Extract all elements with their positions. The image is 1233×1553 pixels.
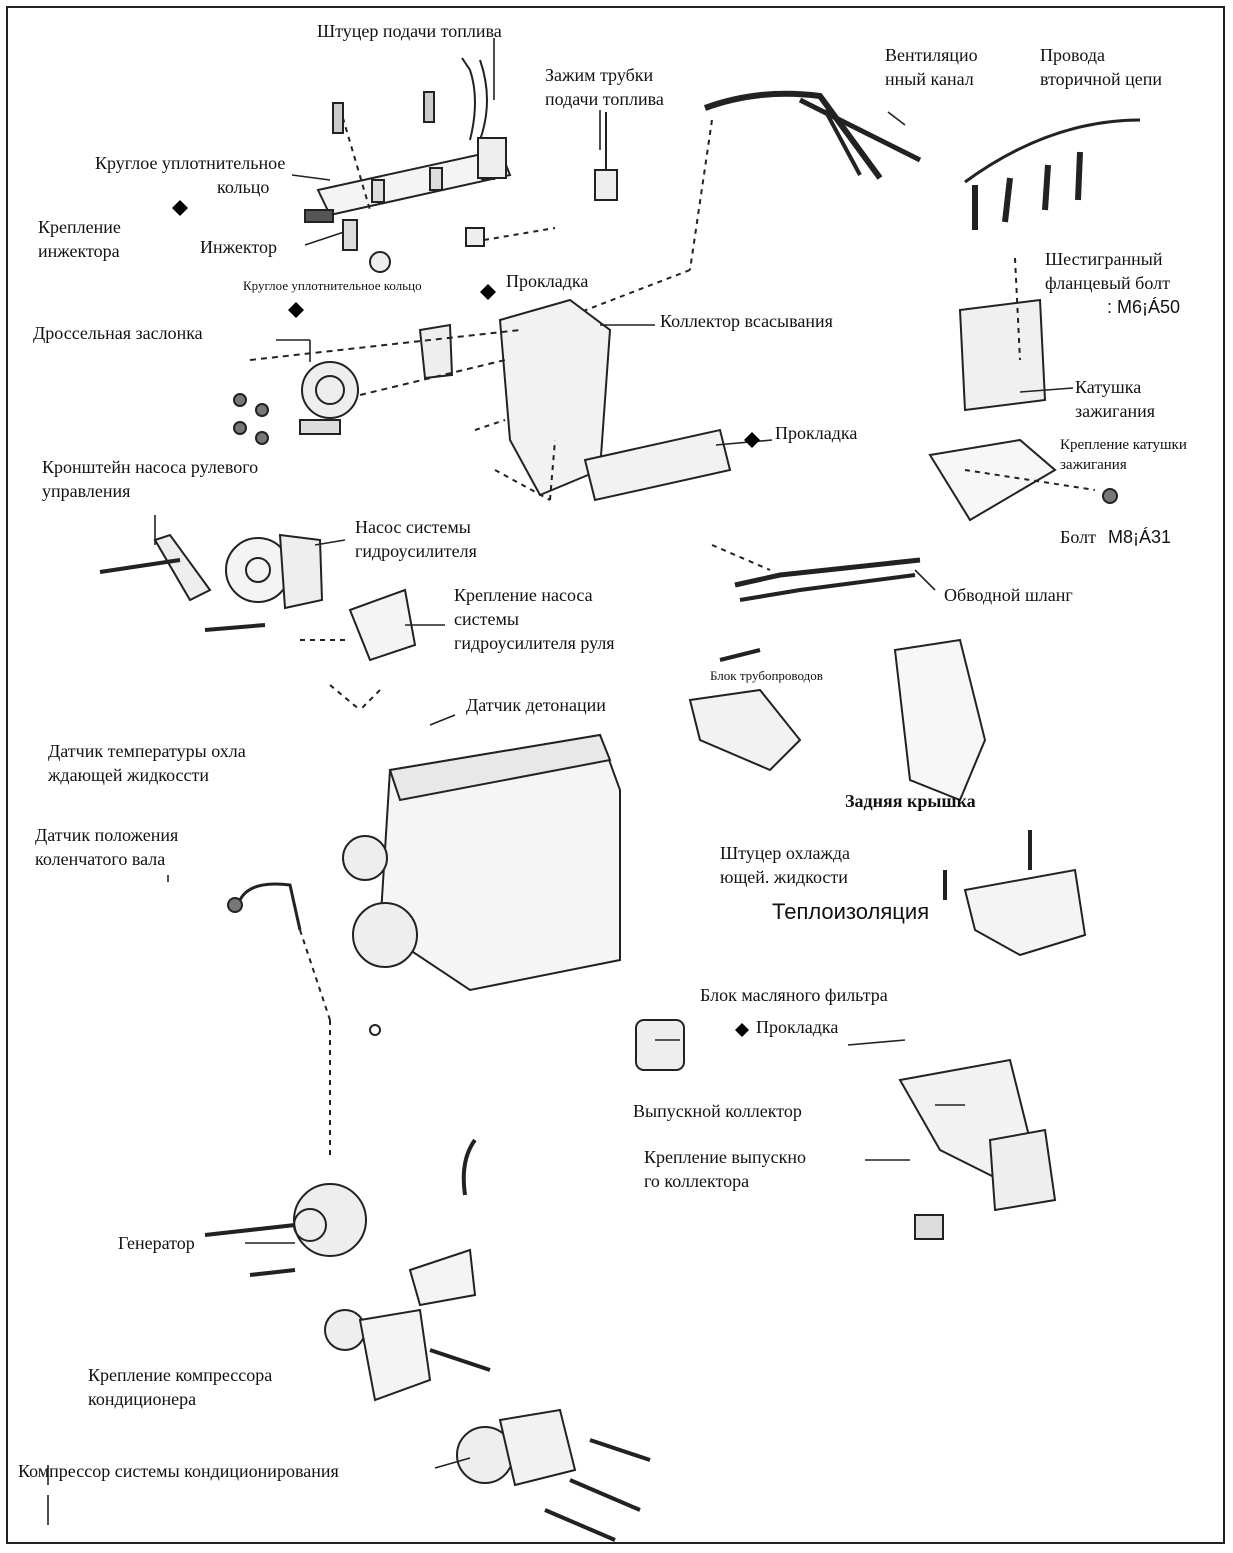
label-ps-mount-line1: Крепление насоса <box>454 585 593 605</box>
label-ps-pump-line1: Насос системы <box>355 517 471 537</box>
diamond-marker <box>744 432 760 448</box>
label-ac-compressor: Компрессор системы кондиционирования <box>18 1461 339 1481</box>
label-oring-bottom: Круглое уплотнительное кольцо <box>243 278 422 293</box>
label-coolant-fitting-line2: ющей. жидкости <box>720 867 848 887</box>
label-ps-mount-line2: системы <box>454 609 519 629</box>
label-vent-line2: нный канал <box>885 69 974 89</box>
label-hex-bolt-spec: : M6¡Á50 <box>1107 297 1181 317</box>
label-intake-manifold: Коллектор всасывания <box>660 311 833 331</box>
label-oring-top-line2: кольцо <box>217 177 270 197</box>
engine-block-drawing <box>299 733 621 1160</box>
throttle-body-drawing <box>233 361 359 445</box>
label-exhaust-mount-line2: го коллектора <box>644 1171 750 1191</box>
oil-filter-drawing <box>635 1019 685 1071</box>
crank-sensor-drawing <box>227 882 302 931</box>
label-knock-sensor: Датчик детонации <box>466 695 606 715</box>
label-coolant-temp-line2: ждающей жидкосcти <box>48 765 209 785</box>
rear-cover-drawing <box>893 638 987 802</box>
heat-shield-drawing <box>943 830 1087 957</box>
ps-pump-drawing <box>99 533 417 711</box>
label-bolt-spec: M8¡Á31 <box>1108 527 1172 547</box>
label-crank-sensor-line1: Датчик положения <box>35 825 179 845</box>
ac-compressor-drawing <box>456 1408 651 1542</box>
label-hex-bolt-line2: фланцевый болт <box>1045 273 1170 293</box>
label-ps-bracket-line2: управления <box>42 481 131 501</box>
label-exhaust-mount-line1: Крепление выпускно <box>644 1147 806 1167</box>
diamond-marker <box>480 284 496 300</box>
label-injector-mount-line2: инжектора <box>38 241 120 261</box>
label-ps-mount-line3: гидроусилителя руля <box>454 633 615 653</box>
label-gasket-intake: Прокладка <box>506 271 589 291</box>
label-ps-bracket-line1: Кронштейн насоса рулевого <box>42 457 259 477</box>
label-coolant-temp-line1: Датчик температуры охла <box>48 741 246 761</box>
fuel-rail-drawing <box>304 57 556 273</box>
pipe-block-drawing <box>688 648 802 772</box>
label-hv-wires-line2: вторичной цепи <box>1040 69 1163 89</box>
label-vent-line1: Вентиляцио <box>885 45 978 65</box>
label-injector-mount-line1: Крепление <box>38 217 121 237</box>
diagram-frame <box>6 6 1225 1544</box>
vent-hose-drawing <box>559 90 922 321</box>
label-oring-top-line1: Круглое уплотнительное <box>95 153 286 173</box>
label-fuel-clamp-line1: Зажим трубки <box>545 65 654 85</box>
diamond-marker <box>172 200 188 216</box>
label-fuel-clamp-line2: подачи топлива <box>545 89 664 109</box>
label-ac-mount-line2: кондиционера <box>88 1389 197 1409</box>
fuel-clamp-drawing <box>594 112 618 201</box>
label-coil-mount-line2: зажигания <box>1060 457 1127 473</box>
label-oil-filter-block: Блок масляного фильтра <box>700 985 888 1005</box>
label-hex-bolt-line1: Шестигранный <box>1045 249 1163 269</box>
label-bolt: Болт <box>1060 527 1096 547</box>
label-generator: Генератор <box>118 1233 195 1253</box>
label-gasket-exhaust-top: Прокладка <box>775 423 858 443</box>
exhaust-manifold-drawing <box>898 1058 1057 1240</box>
label-fuel-inlet-fitting: Штуцер подачи топлива <box>317 21 502 41</box>
label-heat-shield: Теплоизоляция <box>772 899 930 924</box>
label-coolant-fitting-line1: Штуцер охлажда <box>720 843 851 863</box>
label-hv-wires-line1: Провода <box>1040 45 1106 65</box>
label-ignition-coil-line1: Катушка <box>1075 377 1142 397</box>
ignition-coil-drawing <box>928 257 1118 522</box>
diamond-markers <box>172 200 760 1037</box>
label-coil-mount-line1: Крепление катушки <box>1060 437 1187 453</box>
label-ignition-coil-line2: зажигания <box>1075 401 1156 421</box>
label-rear-cover: Задняя крышка <box>845 791 976 811</box>
label-ps-pump-line2: гидроусилителя <box>355 541 477 561</box>
label-bypass-hose: Обводной шланг <box>944 585 1073 605</box>
ac-mount-drawing <box>324 1308 491 1402</box>
diamond-marker <box>288 302 304 318</box>
label-gasket-exhaust: Прокладка <box>756 1017 839 1037</box>
bypass-hose-drawing <box>711 544 921 602</box>
generator-drawing <box>204 1138 477 1307</box>
diamond-marker <box>735 1023 749 1037</box>
label-throttle-valve: Дроссельная заслонка <box>33 323 203 343</box>
ignition-wires-drawing <box>964 118 1141 230</box>
label-crank-sensor-line2: коленчатого вала <box>35 849 166 869</box>
label-pipe-block: Блок трубопроводов <box>710 668 823 683</box>
intake-manifold-drawing <box>249 298 732 502</box>
label-injector: Инжектор <box>200 237 277 257</box>
label-ac-mount-line1: Крепление компрессора <box>88 1365 273 1385</box>
label-exhaust-manifold: Выпускной коллектор <box>633 1101 802 1121</box>
leader-lines <box>47 38 1074 1525</box>
